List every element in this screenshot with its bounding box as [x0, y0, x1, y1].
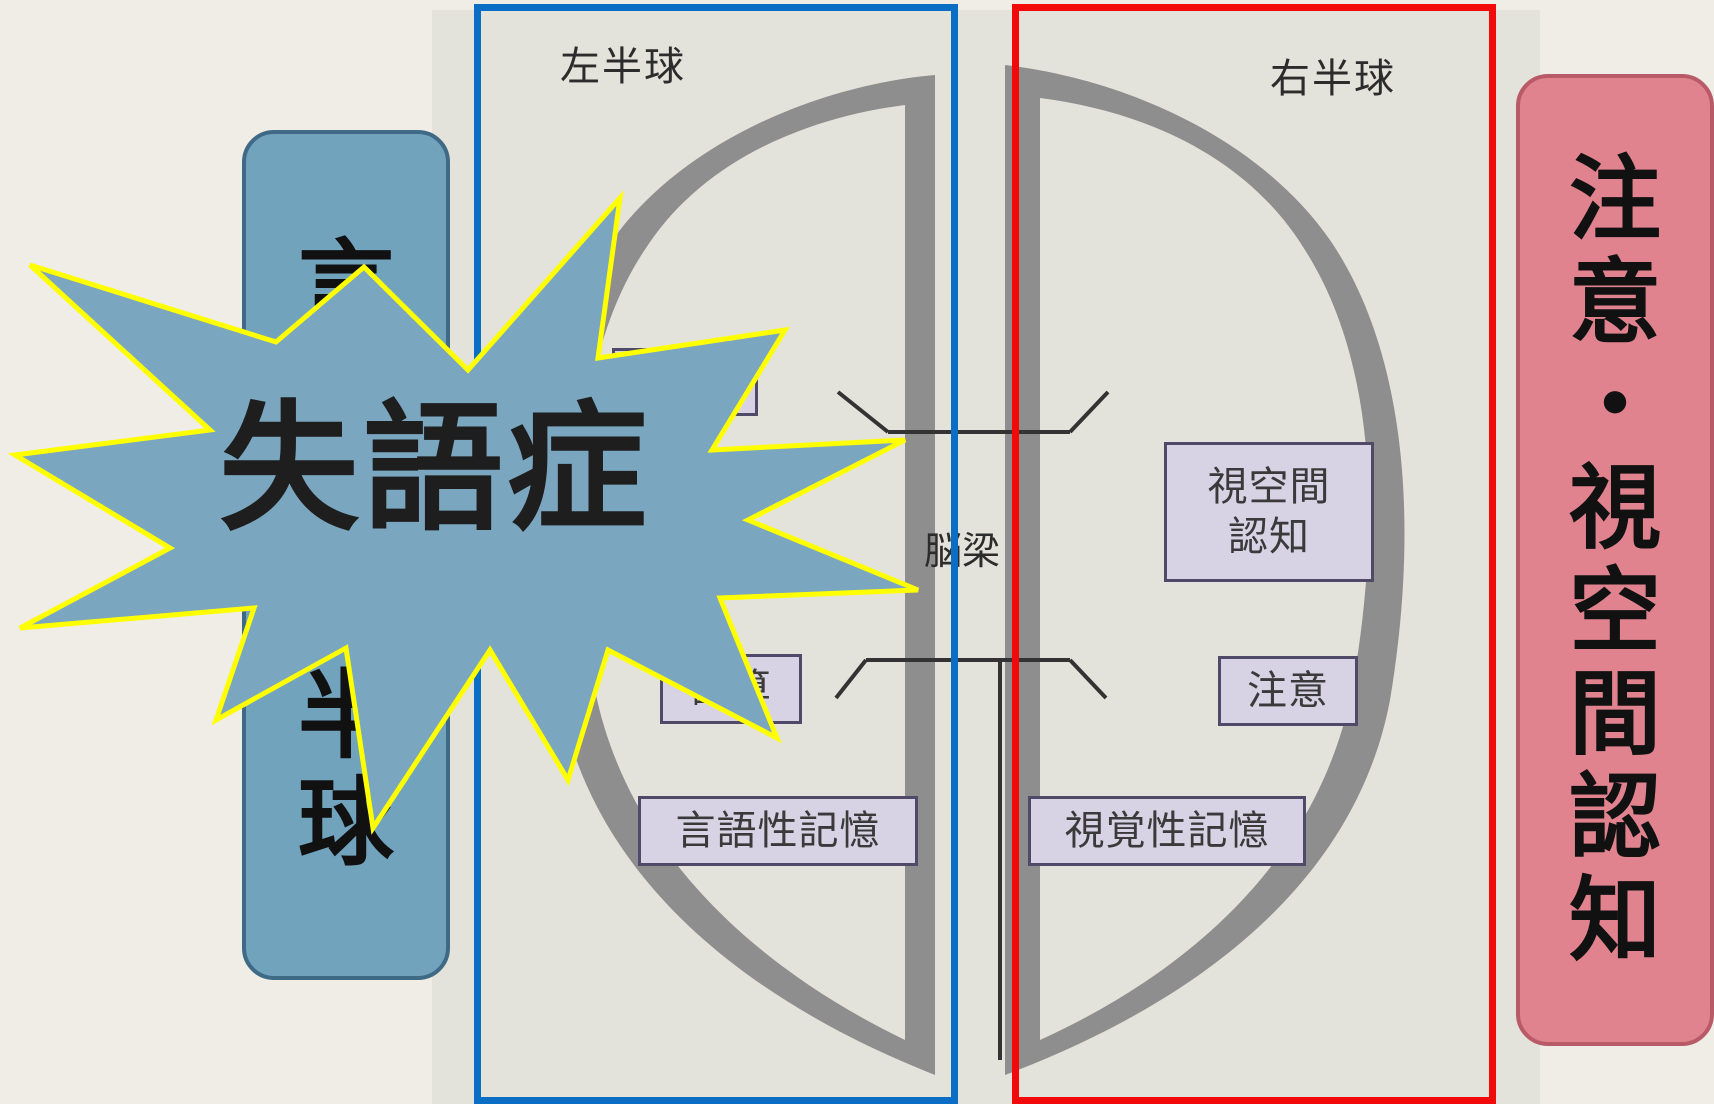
attention-visuospatial-panel: 注 意 ・ 視 空 間 認 知 [1516, 74, 1714, 1046]
visual-memory-label: 視覚性記憶 [1028, 796, 1306, 866]
right-hemisphere-frame [1012, 4, 1496, 1104]
attention-label: 注意 [1218, 656, 1358, 726]
corpus-callosum-label: 脳梁 [924, 529, 1001, 573]
left-hemisphere-title: 左半球 [560, 44, 686, 90]
right-hemisphere-title: 右半球 [1270, 56, 1396, 102]
right-panel-char: 間 [1568, 661, 1661, 769]
right-panel-char: 意 [1568, 248, 1661, 356]
right-panel-char: ・ [1568, 351, 1661, 459]
visuospatial-cognition-label: 視空間 認知 [1164, 442, 1374, 582]
right-panel-char: 知 [1568, 867, 1661, 975]
right-panel-char: 視 [1568, 454, 1661, 562]
aphasia-text: 失語症 [218, 388, 651, 551]
right-panel-char: 認 [1568, 764, 1661, 872]
right-panel-char: 注 [1568, 145, 1661, 253]
right-panel-char: 空 [1568, 558, 1661, 665]
verbal-memory-label: 言語性記憶 [638, 796, 918, 866]
